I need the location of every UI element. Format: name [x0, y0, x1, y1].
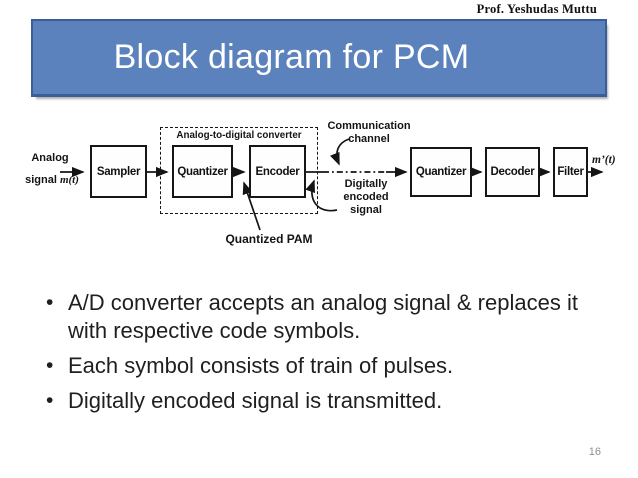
digitally-encoded-line1: Digitally: [344, 178, 388, 190]
arrow-quantized-pam-callout: [242, 181, 261, 231]
author-credit: Prof. Yeshudas Muttu: [476, 2, 597, 16]
quantizer-tx-box: Quantizer: [172, 145, 233, 198]
output-signal-label: m’(t): [592, 154, 616, 166]
communication-channel-label: Communication channel: [324, 120, 414, 146]
title-banner: Block diagram for PCM: [31, 19, 607, 97]
arrow-digitally-encoded-callout: [305, 179, 338, 212]
adc-dashed-group: [160, 127, 318, 214]
communication-channel-line1: Communication: [327, 120, 411, 132]
input-signal-label-line2: signal m(t): [16, 174, 88, 187]
page-number: 16: [588, 446, 601, 458]
input-signal-prefix: signal: [25, 174, 60, 186]
filter-box: Filter: [553, 147, 588, 197]
digitally-encoded-line3: signal: [350, 204, 382, 216]
bullet-item-ad-converter: A/D converter accepts an analog signal &…: [37, 289, 618, 345]
communication-channel-line2: channel: [348, 133, 390, 145]
input-signal-math: m(t): [59, 174, 79, 186]
page-title: Block diagram for PCM: [113, 38, 470, 76]
bullet-list: A/D converter accepts an analog signal &…: [37, 289, 618, 422]
sampler-box: Sampler: [90, 145, 147, 198]
bullet-item-signal-transmitted: Digitally encoded signal is transmitted.: [37, 387, 618, 415]
quantized-pam-label: Quantized PAM: [225, 232, 313, 246]
bullet-item-symbol-pulses: Each symbol consists of train of pulses.: [37, 352, 618, 380]
adc-group-label: Analog-to-digital converter: [176, 130, 302, 141]
arrow-communication-channel-callout: [330, 138, 350, 166]
digitally-encoded-label: Digitally encoded signal: [333, 178, 399, 217]
decoder-box: Decoder: [485, 147, 540, 197]
encoder-box: Encoder: [249, 145, 306, 198]
input-signal-label-line1: Analog: [31, 152, 69, 164]
digitally-encoded-line2: encoded: [343, 191, 389, 203]
quantizer-rx-box: Quantizer: [410, 147, 472, 197]
